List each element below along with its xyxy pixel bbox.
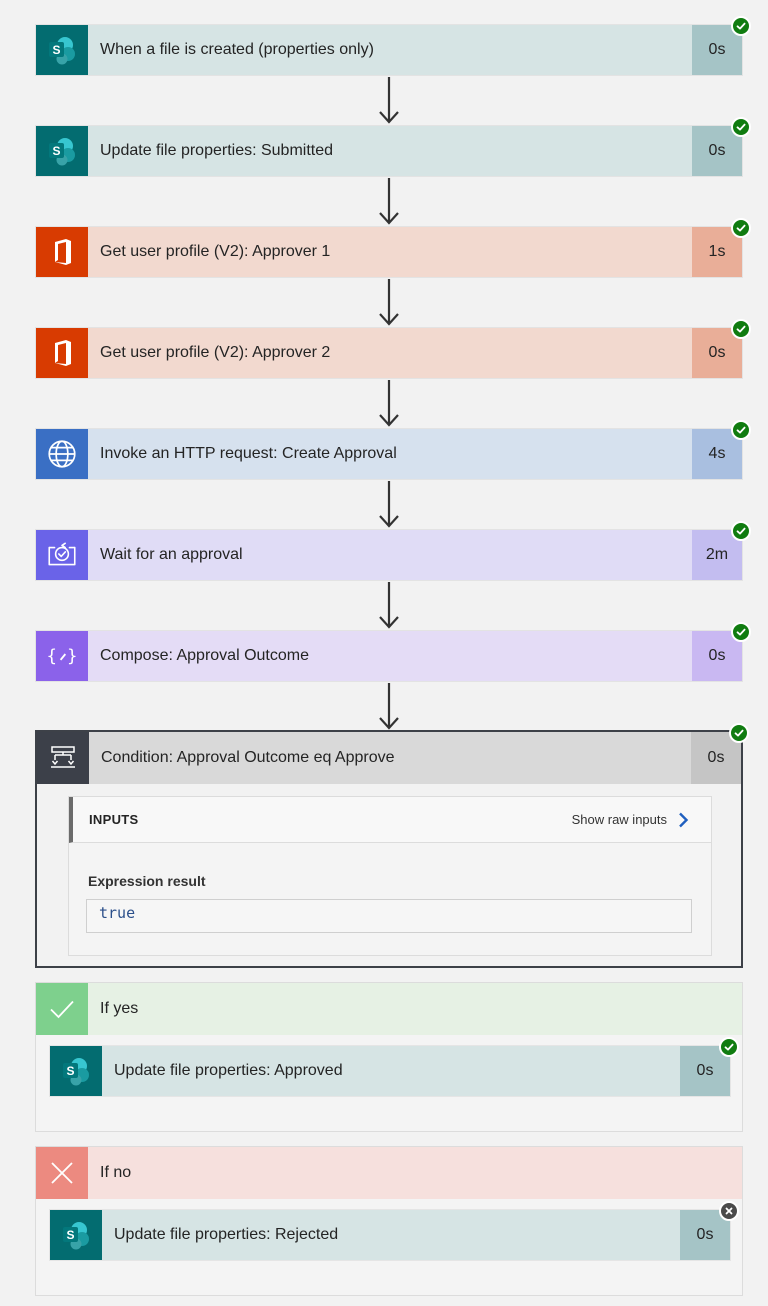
globe-icon bbox=[36, 429, 88, 479]
success-check-icon bbox=[731, 117, 751, 137]
success-check-icon bbox=[731, 319, 751, 339]
office-icon bbox=[36, 328, 88, 378]
success-check-icon bbox=[731, 521, 751, 541]
inputs-header: INPUTS Show raw inputs bbox=[69, 797, 711, 843]
show-raw-inputs-link[interactable]: Show raw inputs bbox=[572, 812, 689, 828]
branch-yes-label: If yes bbox=[88, 983, 742, 1035]
success-check-icon bbox=[731, 16, 751, 36]
expression-label: Expression result bbox=[88, 873, 206, 889]
success-check-icon bbox=[719, 1037, 739, 1057]
compose-icon bbox=[36, 631, 88, 681]
checkmark-icon bbox=[36, 983, 88, 1035]
arrow-down-icon bbox=[378, 582, 400, 630]
step-duration: 0s bbox=[680, 1210, 730, 1260]
step-label: Compose: Approval Outcome bbox=[88, 631, 692, 681]
branch-no: If no Update file properties: Rejected 0… bbox=[35, 1146, 743, 1296]
step-duration: 1s bbox=[692, 227, 742, 277]
step-label: Invoke an HTTP request: Create Approval bbox=[88, 429, 692, 479]
arrow-down-icon bbox=[378, 77, 400, 125]
arrow-down-icon bbox=[378, 279, 400, 327]
branch-yes-header[interactable]: If yes bbox=[36, 983, 742, 1035]
flow-step[interactable]: Update file properties: Rejected 0s bbox=[49, 1201, 739, 1261]
office-icon bbox=[36, 227, 88, 277]
approval-icon bbox=[36, 530, 88, 580]
step-label: When a file is created (properties only) bbox=[88, 25, 692, 75]
arrow-down-icon bbox=[378, 683, 400, 731]
close-icon bbox=[36, 1147, 88, 1199]
flow-step[interactable]: When a file is created (properties only)… bbox=[35, 16, 751, 76]
branch-no-header[interactable]: If no bbox=[36, 1147, 742, 1199]
condition-icon bbox=[37, 732, 89, 784]
arrow-down-icon bbox=[378, 178, 400, 226]
sharepoint-icon bbox=[50, 1046, 102, 1096]
step-label: Update file properties: Submitted bbox=[88, 126, 692, 176]
condition-card[interactable]: Condition: Approval Outcome eq Approve 0… bbox=[35, 723, 749, 968]
condition-header[interactable]: Condition: Approval Outcome eq Approve 0… bbox=[37, 732, 741, 784]
inputs-title: INPUTS bbox=[89, 812, 139, 827]
flow-step[interactable]: Invoke an HTTP request: Create Approval … bbox=[35, 420, 751, 480]
flow-step[interactable]: Update file properties: Approved 0s bbox=[49, 1037, 739, 1097]
inputs-panel: INPUTS Show raw inputs Expression result… bbox=[68, 796, 712, 956]
skipped-x-icon bbox=[719, 1201, 739, 1221]
show-raw-inputs-label: Show raw inputs bbox=[571, 812, 667, 827]
step-label: Update file properties: Rejected bbox=[102, 1210, 680, 1260]
success-check-icon bbox=[729, 723, 749, 743]
success-check-icon bbox=[731, 420, 751, 440]
flow-step[interactable]: Update file properties: Submitted 0s bbox=[35, 117, 751, 177]
step-label: Update file properties: Approved bbox=[102, 1046, 680, 1096]
arrow-down-icon bbox=[378, 380, 400, 428]
flow-step[interactable]: Compose: Approval Outcome 0s bbox=[35, 622, 751, 682]
success-check-icon bbox=[731, 622, 751, 642]
chevron-right-icon bbox=[677, 812, 689, 828]
sharepoint-icon bbox=[50, 1210, 102, 1260]
flow-step[interactable]: Wait for an approval 2m bbox=[35, 521, 751, 581]
step-duration: 4s bbox=[692, 429, 742, 479]
flow-step[interactable]: Get user profile (V2): Approver 1 1s bbox=[35, 218, 751, 278]
flow-step[interactable]: Get user profile (V2): Approver 2 0s bbox=[35, 319, 751, 379]
step-label: Wait for an approval bbox=[88, 530, 692, 580]
step-label: Get user profile (V2): Approver 1 bbox=[88, 227, 692, 277]
arrow-down-icon bbox=[378, 481, 400, 529]
step-label: Get user profile (V2): Approver 2 bbox=[88, 328, 692, 378]
branch-no-label: If no bbox=[88, 1147, 742, 1199]
condition-label: Condition: Approval Outcome eq Approve bbox=[101, 749, 395, 766]
sharepoint-icon bbox=[36, 126, 88, 176]
sharepoint-icon bbox=[36, 25, 88, 75]
expression-value: true bbox=[86, 899, 692, 933]
branch-yes: If yes Update file properties: Approved … bbox=[35, 982, 743, 1132]
success-check-icon bbox=[731, 218, 751, 238]
